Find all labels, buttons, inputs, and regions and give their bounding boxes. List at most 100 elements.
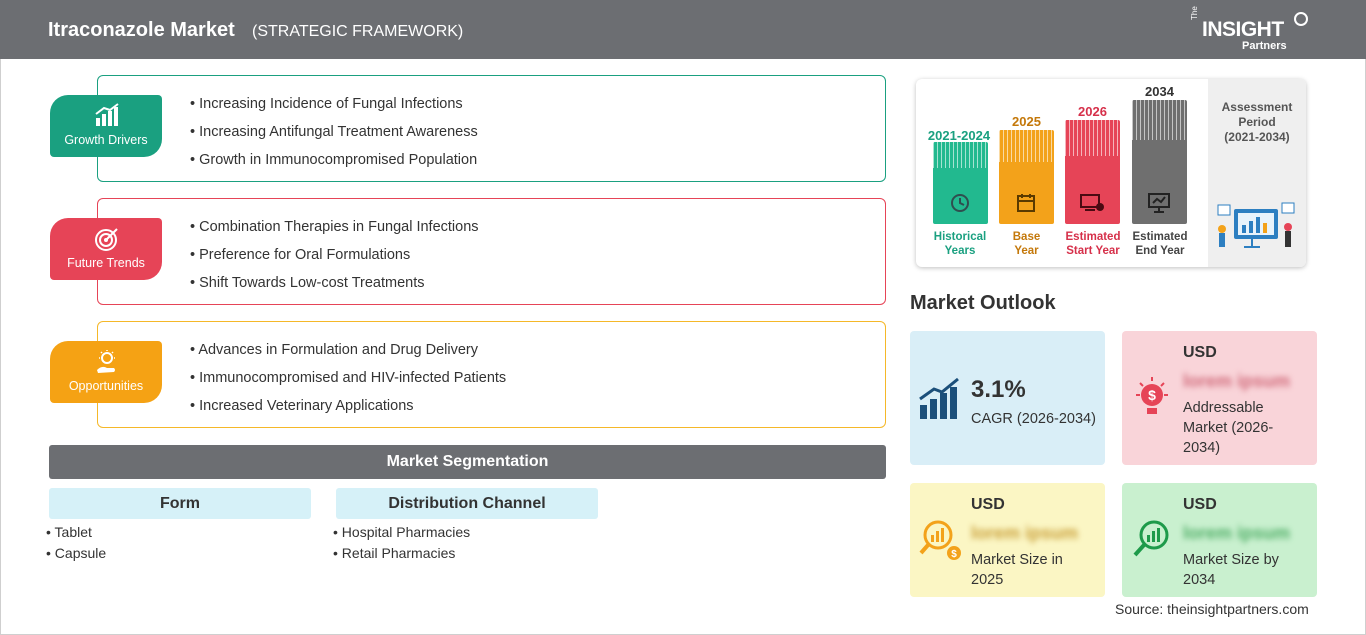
future-trends-tag: Future Trends bbox=[50, 218, 162, 280]
assessment-period-panel: Assessment Period (2021-2034) bbox=[1208, 79, 1306, 267]
addressable-label: Addressable Market (2026- 2034) bbox=[1183, 398, 1273, 458]
growth-bars-icon bbox=[919, 377, 959, 419]
source-link[interactable]: Source: theinsightpartners.com bbox=[1115, 601, 1309, 617]
list-item: Hospital Pharmacies bbox=[333, 524, 470, 545]
growth-drivers-box: Increasing Incidence of Fungal Infection… bbox=[97, 75, 886, 182]
size2034-line2: 2034 bbox=[1183, 572, 1216, 588]
market-size-2034-card: USD lorem ipsum Market Size by 2034 bbox=[1122, 483, 1317, 597]
growth-drivers-list: Increasing Incidence of Fungal Infection… bbox=[190, 96, 478, 180]
opportunities-tag: Opportunities bbox=[50, 341, 162, 403]
end-label-line2: End Year bbox=[1135, 245, 1185, 257]
size2025-label: Market Size in 2025 bbox=[971, 550, 1063, 590]
segment-distribution-header: Distribution Channel bbox=[336, 488, 598, 519]
list-item: Combination Therapies in Fungal Infectio… bbox=[190, 219, 478, 247]
historical-bar bbox=[933, 142, 988, 224]
logo-ring-icon bbox=[1294, 12, 1308, 26]
growth-drivers-label: Growth Drivers bbox=[64, 133, 148, 147]
list-item: Capsule bbox=[46, 545, 106, 566]
clock-history-icon bbox=[951, 194, 969, 212]
logo-partners: Partners bbox=[1242, 40, 1287, 52]
list-item: Increasing Antifungal Treatment Awarenes… bbox=[190, 124, 478, 152]
historical-label-line1: Historical bbox=[933, 231, 987, 243]
end-year: 2034 bbox=[1145, 84, 1174, 99]
list-item: Immunocompromised and HIV-infected Patie… bbox=[190, 370, 506, 398]
historical-label: Historical Years bbox=[924, 230, 996, 258]
size2034-label: Market Size by 2034 bbox=[1183, 550, 1279, 590]
opportunities-box: Advances in Formulation and Drug Deliver… bbox=[97, 321, 886, 428]
addressable-usd: USD bbox=[1183, 344, 1217, 361]
addressable-market-card: $ USD lorem ipsum Addressable Market (20… bbox=[1122, 331, 1317, 465]
cagr-value: 3.1% bbox=[971, 376, 1026, 403]
magnifier-chart-icon: $ bbox=[919, 520, 961, 560]
base-bar bbox=[999, 130, 1054, 224]
list-item: Retail Pharmacies bbox=[333, 545, 470, 566]
svg-text:$: $ bbox=[951, 549, 957, 560]
cagr-card: 3.1% CAGR (2026-2034) bbox=[910, 331, 1105, 465]
assessment-line3: (2021-2034) bbox=[1224, 130, 1290, 144]
assessment-line1: Assessment bbox=[1221, 100, 1293, 114]
base-label: Base Year bbox=[994, 230, 1059, 258]
future-trends-list: Combination Therapies in Fungal Infectio… bbox=[190, 219, 479, 303]
size2034-value: lorem ipsum bbox=[1183, 523, 1291, 543]
addressable-value: lorem ipsum bbox=[1183, 371, 1291, 391]
header-bar: Itraconazole Market (STRATEGIC FRAMEWORK… bbox=[0, 0, 1366, 59]
list-item: Advances in Formulation and Drug Deliver… bbox=[190, 342, 506, 370]
end-label-line1: Estimated bbox=[1132, 231, 1188, 243]
opportunities-list: Advances in Formulation and Drug Deliver… bbox=[190, 342, 506, 426]
market-size-2025-card: $ USD lorem ipsum Market Size in 2025 bbox=[910, 483, 1105, 597]
list-item: Preference for Oral Formulations bbox=[190, 247, 479, 275]
base-year: 2025 bbox=[1012, 114, 1041, 129]
list-item: Increased Veterinary Applications bbox=[190, 398, 506, 426]
assessment-period-text: Assessment Period (2021-2034) bbox=[1208, 100, 1306, 145]
size2025-usd: USD bbox=[971, 496, 1005, 513]
start-label-line2: Start Year bbox=[1066, 245, 1120, 257]
base-label-line2: Year bbox=[1014, 245, 1039, 257]
end-bar bbox=[1132, 100, 1187, 224]
end-label: Estimated End Year bbox=[1127, 230, 1193, 258]
future-trends-box: Combination Therapies in Fungal Infectio… bbox=[97, 198, 886, 305]
start-bar bbox=[1065, 120, 1120, 224]
dollar-bulb-icon: $ bbox=[1136, 377, 1168, 414]
future-trends-label: Future Trends bbox=[67, 256, 145, 270]
segment-distribution-list: Hospital Pharmacies Retail Pharmacies bbox=[333, 524, 470, 566]
list-item: Increasing Incidence of Fungal Infection… bbox=[190, 96, 478, 124]
presentation-icon bbox=[1148, 193, 1170, 213]
size2034-line1: Market Size by bbox=[1183, 552, 1279, 568]
lightbulb-hand-icon bbox=[97, 350, 115, 373]
start-label: Estimated Start Year bbox=[1060, 230, 1126, 258]
start-label-line1: Estimated bbox=[1065, 231, 1121, 243]
calendar-icon bbox=[1017, 194, 1035, 212]
size2025-value: lorem ipsum bbox=[971, 523, 1079, 543]
list-item: Shift Towards Low-cost Treatments bbox=[190, 275, 479, 303]
segment-form-header: Form bbox=[49, 488, 311, 519]
assessment-timeline: 2021-2024 Historical Years 2025 Base Yea… bbox=[916, 79, 1306, 267]
logo-insight: INSIGHT bbox=[1202, 18, 1284, 41]
addressable-line3: 2034) bbox=[1183, 440, 1221, 456]
insight-partners-logo[interactable]: The INSIGHT Partners bbox=[1190, 6, 1310, 52]
list-item: Tablet bbox=[46, 524, 106, 545]
page-subtitle: (STRATEGIC FRAMEWORK) bbox=[252, 23, 464, 40]
logo-the: The bbox=[1190, 6, 1199, 20]
historical-label-line2: Years bbox=[944, 245, 976, 257]
market-outlook-title: Market Outlook bbox=[910, 292, 1056, 314]
market-segmentation-header: Market Segmentation bbox=[49, 445, 886, 479]
size2025-line2: 2025 bbox=[971, 572, 1004, 588]
base-label-line1: Base bbox=[1012, 231, 1041, 243]
opportunities-label: Opportunities bbox=[68, 379, 144, 393]
size2025-line1: Market Size in bbox=[971, 552, 1063, 568]
historical-year: 2021-2024 bbox=[927, 128, 991, 143]
magnifier-growth-icon bbox=[1133, 520, 1169, 557]
start-year: 2026 bbox=[1078, 104, 1107, 119]
growth-drivers-tag: Growth Drivers bbox=[50, 95, 162, 157]
page-title: Itraconazole Market bbox=[48, 19, 235, 41]
cagr-label: CAGR (2026-2034) bbox=[971, 411, 1096, 427]
addressable-line2: Market (2026- bbox=[1183, 420, 1274, 436]
analytics-illustration-icon bbox=[1217, 202, 1295, 248]
growth-chart-icon bbox=[95, 103, 119, 126]
monitor-chart-icon bbox=[1080, 194, 1104, 211]
addressable-line1: Addressable bbox=[1183, 400, 1264, 416]
svg-text:$: $ bbox=[1148, 387, 1156, 403]
segment-form-list: Tablet Capsule bbox=[46, 524, 107, 566]
size2034-usd: USD bbox=[1183, 496, 1217, 513]
assessment-line2: Period bbox=[1238, 115, 1276, 129]
